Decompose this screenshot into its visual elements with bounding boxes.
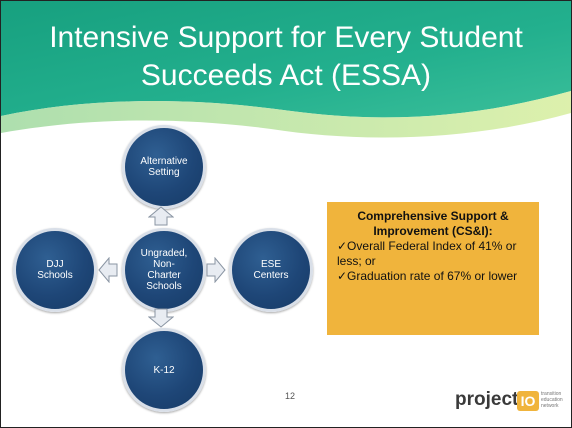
tag-line-2: education [541, 397, 563, 403]
ese-line-2: Centers [253, 270, 289, 281]
k12-label: K-12 [153, 364, 175, 376]
djj-line-2: Schools [37, 270, 73, 281]
center-line-1: Ungraded, [140, 248, 188, 259]
page-number: 12 [285, 391, 296, 401]
arrow-left-icon [98, 257, 118, 283]
callout-item: ✓Overall Federal Index of 41% or less; o… [337, 239, 517, 268]
callout-heading-line-2: Improvement (CS&I): [373, 224, 493, 238]
circle-djj-schools: DJJ Schools [13, 228, 97, 312]
circle-ese-centers: ESE Centers [229, 228, 313, 312]
ese-line-1: ESE [260, 259, 281, 270]
logo-tagline: transition education network [541, 391, 563, 409]
center-line-2: Non- [153, 259, 175, 270]
center-line-4: Schools [146, 281, 182, 292]
tag-line-1: transition [541, 391, 562, 397]
circle-ungraded-center: Ungraded, Non- Charter Schools [122, 228, 206, 312]
csi-callout-box: Comprehensive Support & Improvement (CS&… [327, 202, 539, 335]
alt-line-2: Setting [148, 167, 180, 178]
arrow-right-icon [206, 257, 226, 283]
tag-line-3: network [541, 403, 559, 409]
arrow-down-icon [148, 308, 174, 328]
logo-word: project [455, 389, 519, 410]
logo-io: IO [517, 391, 539, 411]
slide-title: Intensive Support for Every Student Succ… [1, 19, 571, 95]
title-line-2: Succeeds Act (ESSA) [140, 59, 432, 92]
circle-k12: K-12 [122, 328, 206, 412]
callout-item: ✓Graduation rate of 67% or lower [337, 269, 518, 283]
center-line-3: Charter [147, 270, 181, 281]
circle-alternative-setting: Alternative Setting [122, 125, 206, 209]
project-io-logo: project IO transition education network [455, 387, 563, 417]
callout-list: ✓Overall Federal Index of 41% or less; o… [327, 239, 539, 284]
arrow-up-icon [148, 206, 174, 226]
title-band [1, 1, 571, 138]
alt-line-1: Alternative [140, 156, 188, 167]
djj-line-1: DJJ [46, 259, 64, 270]
callout-heading: Comprehensive Support & Improvement (CS&… [327, 209, 539, 239]
title-line-1: Intensive Support for Every Student [49, 21, 523, 54]
callout-heading-line-1: Comprehensive Support & [357, 209, 509, 223]
